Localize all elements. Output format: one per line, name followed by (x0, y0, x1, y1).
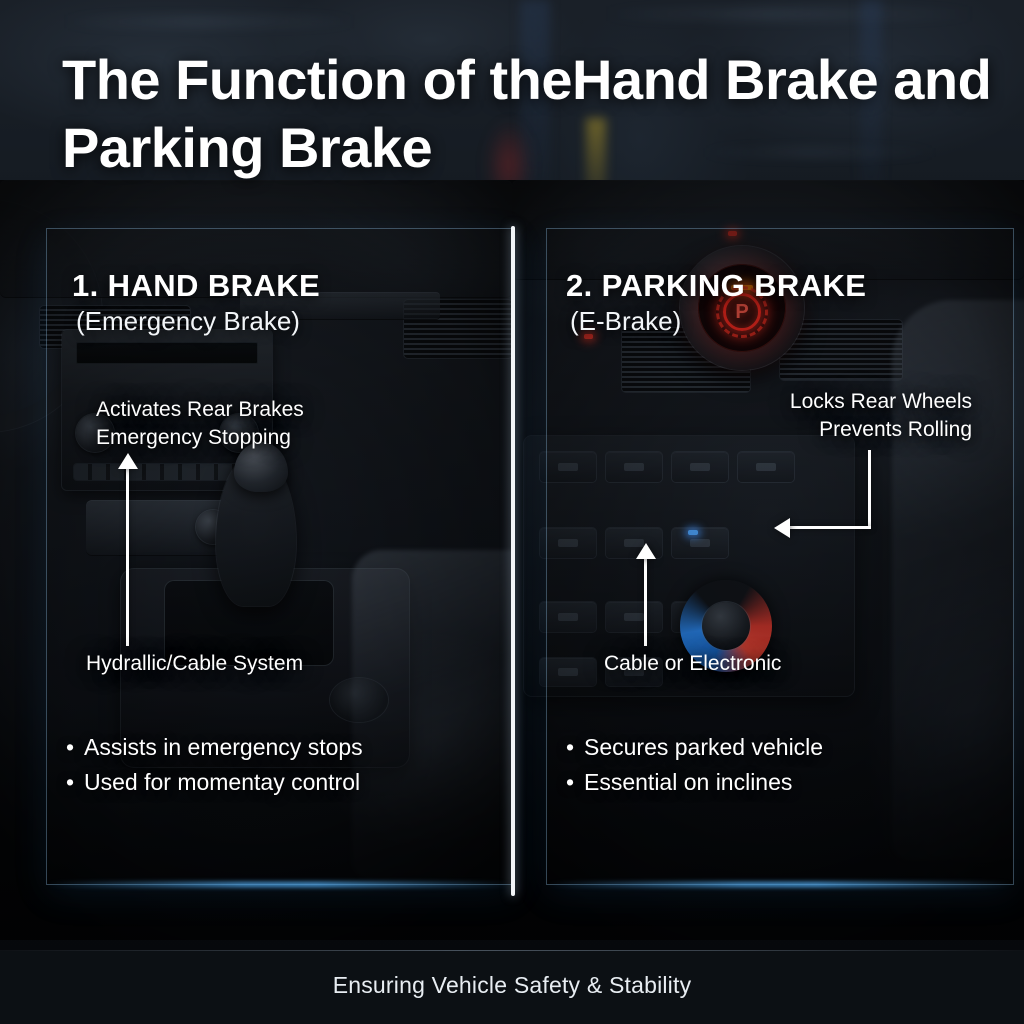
background-pillar (860, 0, 882, 210)
panel-glow (47, 882, 513, 887)
bullet-marker: • (566, 768, 575, 795)
callout-hand-brake-top: Activates Rear Brakes Emergency Stopping (96, 396, 304, 452)
background-light-streak (60, 18, 360, 25)
arrow-parking-brake-shaft (644, 558, 647, 646)
page-title: The Function of theHand Brake and Parkin… (62, 48, 992, 180)
callout-line: Prevents Rolling (819, 417, 972, 441)
footer-divider (0, 950, 1024, 951)
footer-band (0, 951, 1024, 1024)
vertical-divider (511, 226, 515, 896)
bullet-marker: • (66, 768, 75, 795)
arrow-parking-brake-vertical (868, 450, 871, 528)
list-item: • Secures parked vehicle (566, 730, 823, 765)
callout-line: Locks Rear Wheels (789, 390, 972, 413)
list-item: • Assists in emergency stops (66, 730, 363, 765)
bullet-marker: • (66, 734, 75, 760)
section-subheading-hand-brake: (Emergency Brake) (76, 306, 300, 336)
section-heading-hand-brake: 1. HAND BRAKE (72, 268, 321, 303)
arrow-parking-brake-horizontal (790, 526, 871, 529)
list-item-label: Essential on inclines (584, 768, 793, 795)
arrow-hand-brake-head (118, 453, 138, 469)
bullet-list-hand-brake: • Assists in emergency stops • Used for … (66, 730, 363, 800)
list-item: • Used for momentay control (66, 765, 363, 800)
callout-parking-brake-top: Locks Rear Wheels Prevents Rolling (700, 388, 972, 444)
background-light-streak (600, 10, 980, 18)
list-item-label: Used for momentay control (84, 768, 361, 795)
arrow-parking-brake-up-head (636, 543, 656, 559)
callout-parking-brake-bottom: Cable or Electronic (604, 652, 782, 675)
panel-parking-brake (546, 228, 1014, 887)
background-light-streak (700, 150, 940, 155)
list-item: • Essential on inclines (566, 765, 823, 800)
bullet-list-parking-brake: • Secures parked vehicle • Essential on … (566, 730, 823, 800)
list-item-label: Secures parked vehicle (584, 734, 824, 760)
callout-hand-brake-bottom: Hydrallic/Cable System (86, 652, 304, 675)
panel-glow (547, 882, 1013, 887)
section-subheading-parking-brake: (E-Brake) (570, 306, 682, 336)
arrow-parking-brake-head (774, 518, 790, 538)
section-heading-parking-brake: 2. PARKING BRAKE (566, 268, 867, 303)
callout-line: Activates Rear Brakes (96, 398, 304, 421)
bullet-marker: • (566, 734, 575, 760)
callout-line: Emergency Stopping (96, 425, 291, 449)
list-item-label: Assists in emergency stops (84, 734, 363, 760)
arrow-hand-brake-shaft (126, 468, 129, 646)
footer-text: Ensuring Vehicle Safety & Stability (332, 972, 692, 998)
